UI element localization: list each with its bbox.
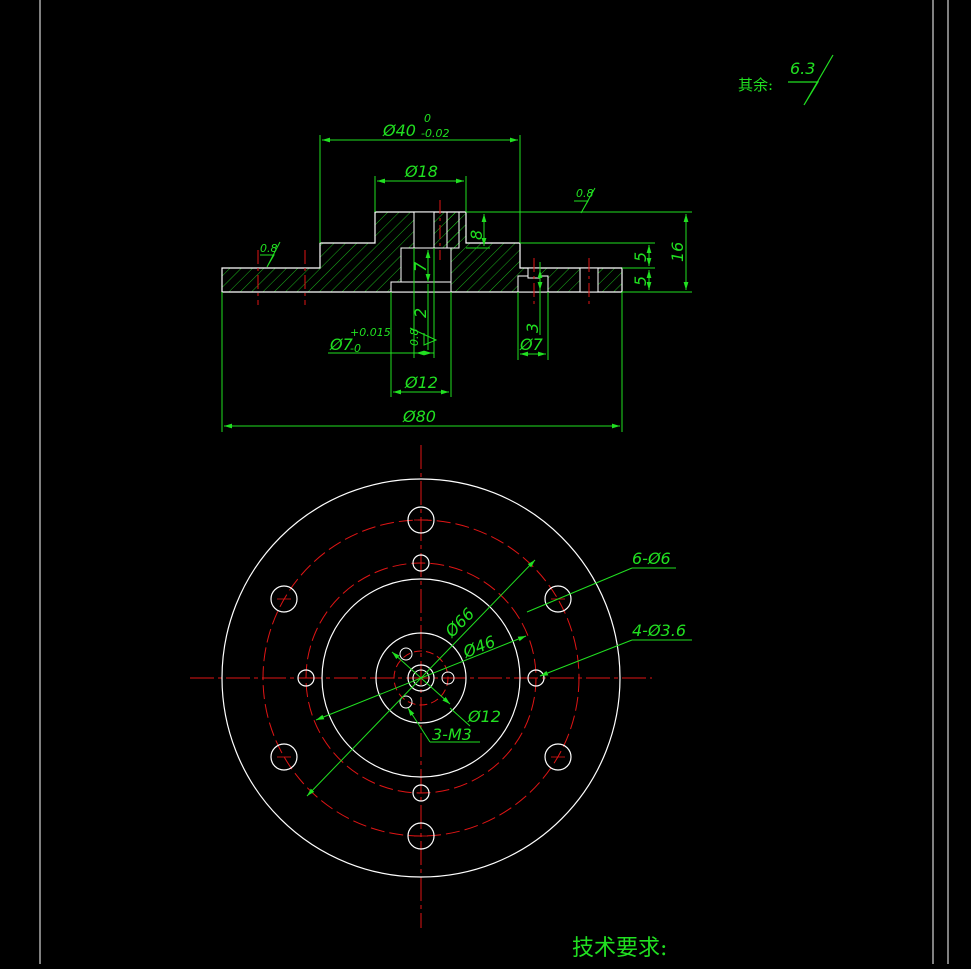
dim-3: 3: [523, 323, 542, 333]
label-3-m3: 3-M3: [432, 725, 472, 744]
roughness-local-left: 0.8: [260, 242, 278, 255]
dim-d40-lower: -0.02: [421, 127, 449, 140]
roughness-symbol-left: [260, 241, 281, 268]
dim-d7-tol-lower: -0: [350, 342, 361, 355]
section-bottom-counterbore: [390, 281, 452, 293]
holes-6x-d6: [270, 506, 572, 850]
roughness-note-label: 其余:: [738, 76, 773, 94]
dim-8: 8: [467, 230, 486, 240]
dim-d7-tol: Ø7: [329, 335, 354, 354]
dim-d40-upper: 0: [424, 112, 431, 125]
dim-16: 16: [668, 242, 687, 262]
dim-d12: Ø12: [404, 373, 438, 392]
section-thread-right: [446, 211, 460, 249]
roughness-symbol-top: [574, 187, 596, 214]
dim-2: 2: [411, 308, 430, 318]
plan-view: 6-Ø6 4-Ø3.6 Ø66 Ø46 Ø12 3-M3: [190, 445, 692, 928]
outer-edge-d80: [221, 478, 621, 878]
section-threaded-hole: [413, 211, 435, 249]
dim-d7-tol-upper: +0.015: [350, 326, 391, 339]
roughness-local-top: 0.8: [576, 187, 594, 200]
drawing-frame: [39, 0, 949, 964]
section-view: 0.8 0.8 0.8 Ø40 0 -0.02 Ø18 8 16 5 5 7 2…: [221, 112, 692, 432]
label-d12: Ø12: [467, 707, 501, 726]
dim-5-lower: 5: [631, 276, 650, 286]
roughness-symbol: [788, 54, 834, 106]
dim-d18: Ø18: [404, 162, 438, 181]
dim-d7-right: Ø7: [519, 335, 544, 354]
dim-d80: Ø80: [402, 407, 436, 426]
label-4-d3-6: 4-Ø3.6: [632, 621, 686, 640]
label-6-d6: 6-Ø6: [632, 549, 671, 568]
dim-d40: Ø40: [382, 121, 416, 140]
label-d66: Ø66: [441, 604, 478, 641]
roughness-note: 其余: 6.3: [738, 54, 834, 106]
tech-requirements-title: 技术要求:: [572, 936, 667, 961]
roughness-note-value: 6.3: [790, 59, 815, 78]
dim-7-vertical: 7: [411, 261, 430, 272]
roughness-symbol-bore: [409, 327, 438, 346]
label-d46: Ø46: [459, 632, 498, 662]
dim-5-upper: 5: [631, 252, 650, 262]
roughness-local-bore: 0.8: [408, 329, 421, 347]
